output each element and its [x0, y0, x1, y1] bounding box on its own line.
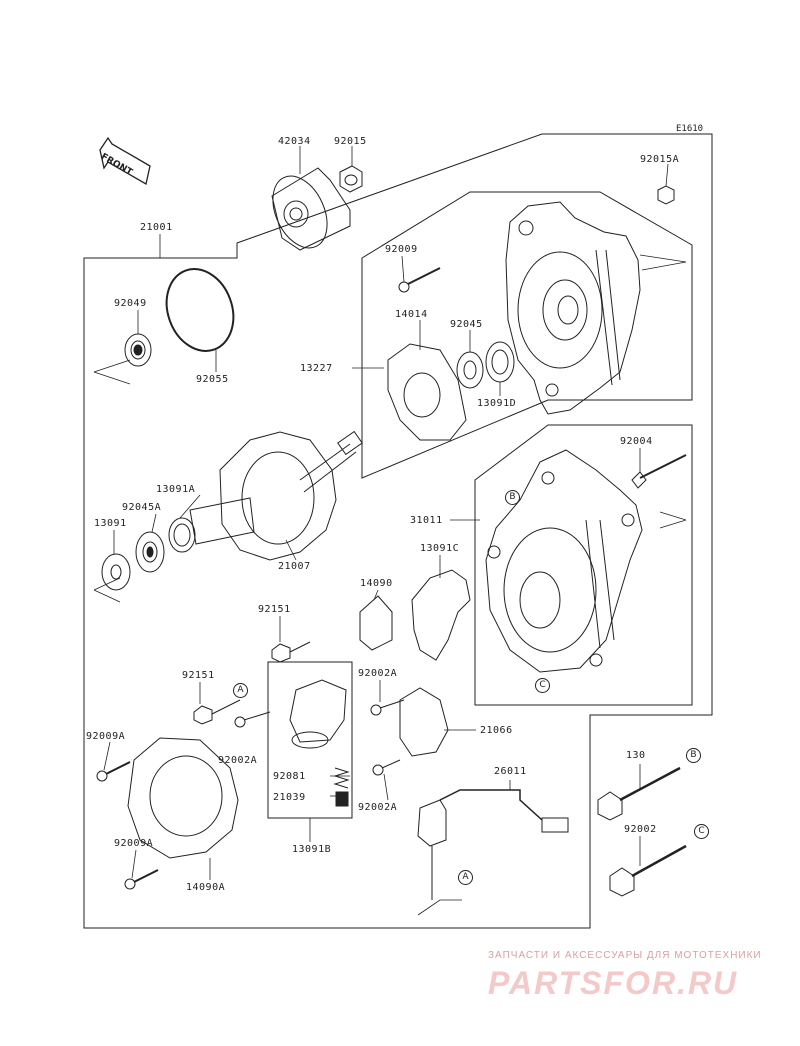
watermark-logo: PARTSFOR.RU — [488, 965, 739, 1001]
label-92015a: 92015A — [640, 154, 680, 165]
bolt-92004-drawing — [631, 454, 687, 489]
bolt-92009a-b-drawing — [124, 869, 159, 890]
ref-marker-c-2: C — [694, 824, 709, 839]
label-92009a-a: 92009A — [86, 731, 126, 742]
regulator-drawing — [289, 679, 347, 749]
ref-marker-a-2: A — [458, 870, 473, 885]
plate-21066-drawing — [399, 687, 449, 757]
nut-92015a-drawing — [657, 185, 675, 205]
label-42034: 42034 — [278, 136, 311, 147]
diagram-code: E1610 — [676, 124, 704, 134]
label-92055: 92055 — [196, 374, 229, 385]
label-92009a-b: 92009A — [114, 838, 154, 849]
brush-holder-group — [267, 661, 353, 819]
label-13091b: 13091B — [292, 844, 332, 855]
screw-92002a-c-drawing — [372, 759, 401, 776]
brush-drawing — [335, 791, 349, 807]
ring-13091d-drawing — [485, 341, 515, 383]
front-housing-group — [474, 424, 693, 706]
label-13227: 13227 — [300, 363, 333, 374]
bolt-92009a-a-drawing — [96, 761, 131, 782]
label-13091d: 13091D — [477, 398, 517, 409]
watermark-tagline: ЗАПЧАСТИ И АКСЕССУАРЫ ДЛЯ МОТОТЕХНИКИ — [488, 950, 762, 961]
label-92002a-c: 92002A — [358, 802, 398, 813]
spring-drawing — [333, 767, 350, 789]
label-13091a: 13091A — [156, 484, 196, 495]
plate-14014-drawing — [387, 343, 467, 441]
label-26011: 26011 — [494, 766, 527, 777]
wire-harness-drawing — [417, 789, 569, 900]
label-14090a: 14090A — [186, 882, 226, 893]
label-21007: 21007 — [278, 561, 311, 572]
front-housing-drawing — [485, 449, 643, 673]
outer-frame — [83, 133, 713, 929]
label-92004: 92004 — [620, 436, 653, 447]
label-92002a-a: 92002A — [358, 668, 398, 679]
bearing-92045a-drawing — [135, 531, 165, 573]
bearing-drawing — [124, 333, 152, 367]
label-92045a: 92045A — [122, 502, 162, 513]
label-92151-b: 92151 — [182, 670, 215, 681]
screw-92151-a-drawing — [271, 641, 311, 663]
label-92002: 92002 — [624, 824, 657, 835]
label-92151-a: 92151 — [258, 604, 291, 615]
leader-lines — [103, 146, 669, 880]
label-92015: 92015 — [334, 136, 367, 147]
plate-14090a-drawing — [127, 737, 239, 859]
label-92049: 92049 — [114, 298, 147, 309]
ref-marker-c-1: C — [535, 678, 550, 693]
bolt-130-drawing — [597, 766, 681, 821]
ref-marker-b-2: B — [686, 748, 701, 763]
label-14090: 14090 — [360, 578, 393, 589]
label-92009: 92009 — [385, 244, 418, 255]
label-21066: 21066 — [480, 725, 513, 736]
rear-housing-group — [361, 191, 693, 479]
bearing-92045-drawing — [456, 351, 484, 389]
ring-13091a-drawing — [168, 517, 196, 553]
nut-drawing — [339, 165, 363, 193]
direction-markers — [93, 254, 687, 916]
label-21001: 21001 — [140, 222, 173, 233]
label-92045: 92045 — [450, 319, 483, 330]
label-92002a-b: 92002A — [218, 755, 258, 766]
label-31011: 31011 — [410, 515, 443, 526]
screw-92002a-a-drawing — [234, 711, 271, 728]
label-21039: 21039 — [273, 792, 306, 803]
holder-14090-drawing — [359, 595, 393, 651]
screw-92151-b-drawing — [193, 699, 241, 725]
cap-13091-drawing — [101, 553, 131, 591]
label-13091: 13091 — [94, 518, 127, 529]
label-130: 130 — [626, 750, 646, 761]
ref-marker-a-1: A — [233, 683, 248, 698]
bolt-92009-drawing — [398, 267, 441, 293]
rotor-drawing — [189, 430, 363, 561]
label-13091c: 13091C — [420, 543, 460, 554]
o-ring-drawing — [165, 268, 235, 352]
pulley-drawing — [271, 167, 351, 251]
label-92081: 92081 — [273, 771, 306, 782]
screw-92002a-b-drawing — [370, 699, 405, 716]
label-14014: 14014 — [395, 309, 428, 320]
ref-marker-b-1: B — [505, 490, 520, 505]
front-arrow-icon — [99, 136, 151, 186]
bolt-92002-drawing — [609, 844, 687, 897]
cover-13091c-drawing — [411, 569, 471, 661]
rear-housing-drawing — [505, 201, 641, 415]
